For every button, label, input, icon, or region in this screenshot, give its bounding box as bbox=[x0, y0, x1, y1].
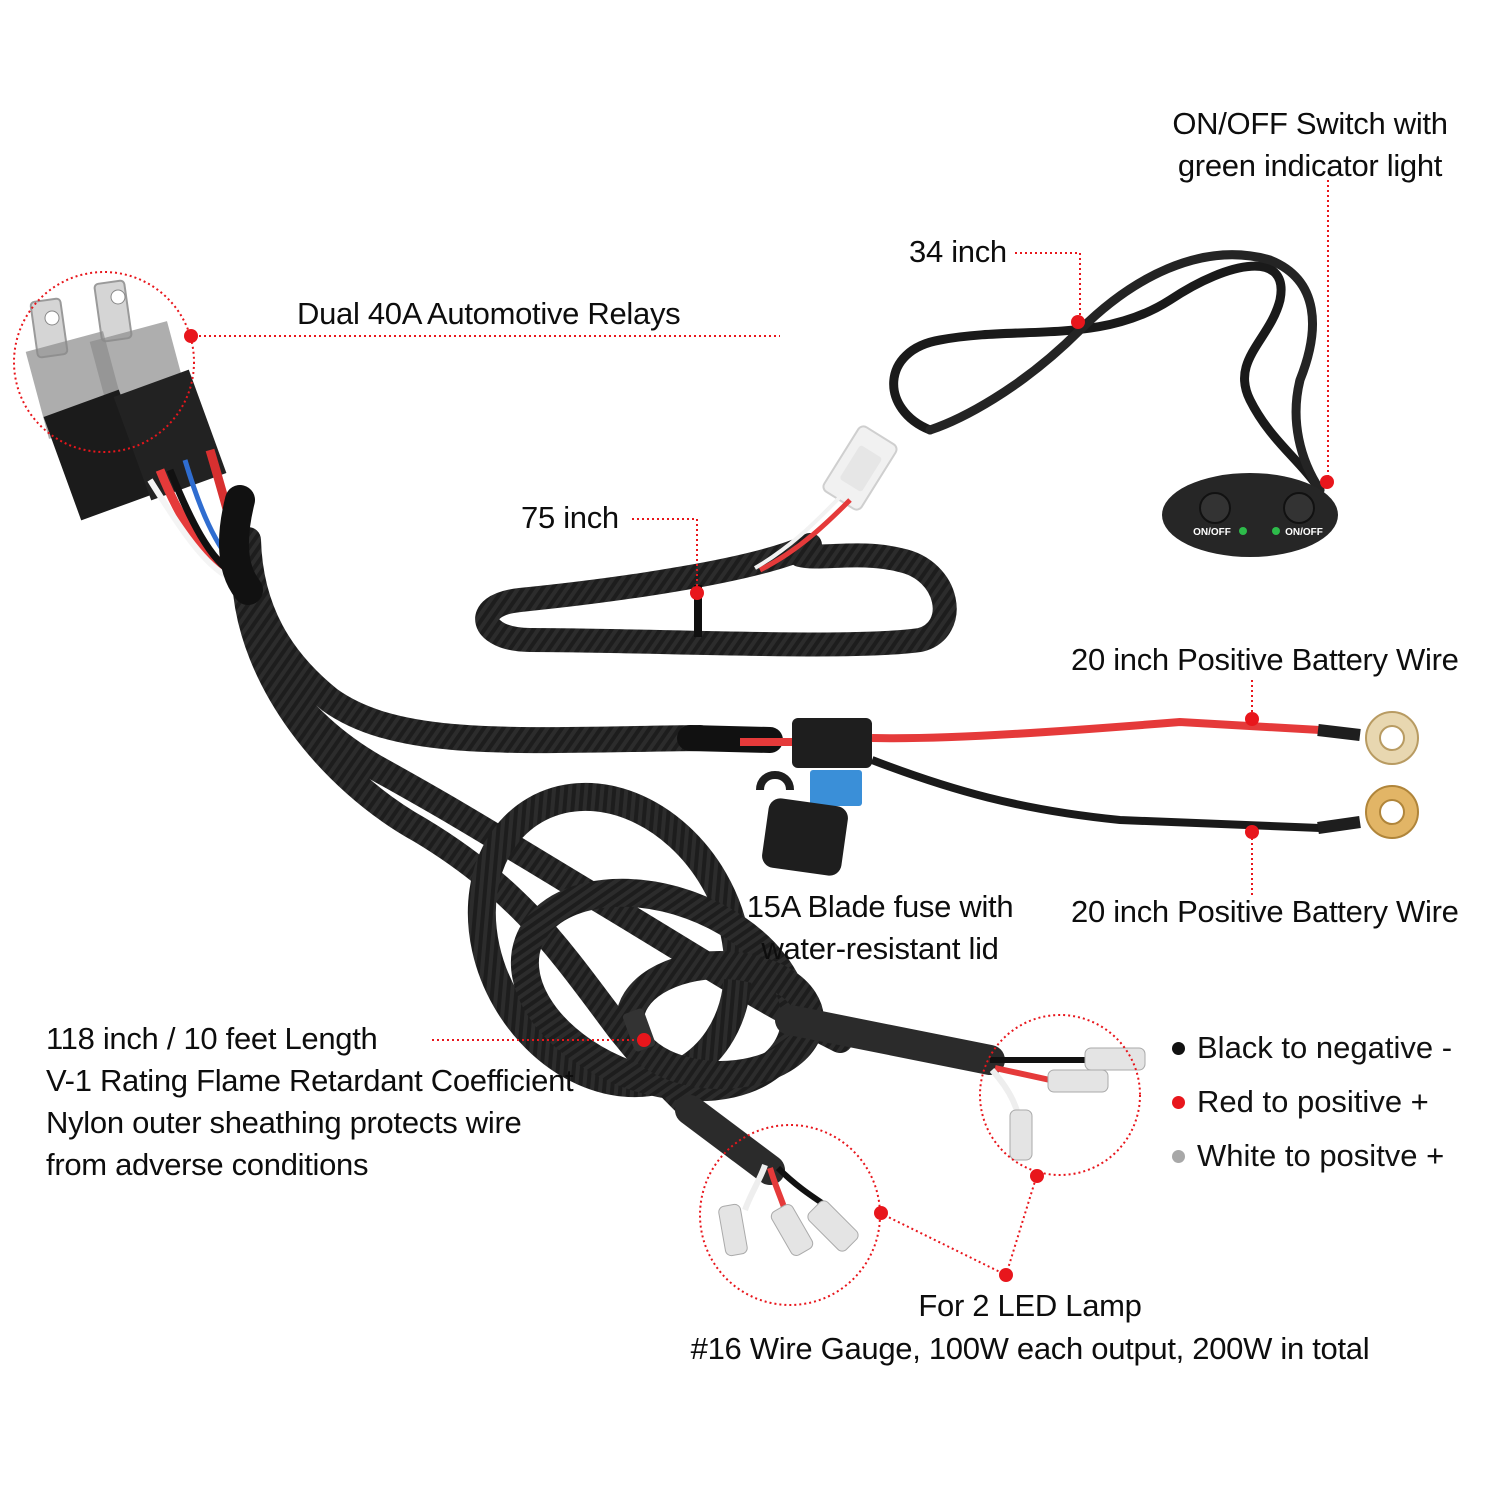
switch-callout-dot bbox=[1320, 475, 1334, 489]
switch-right-button bbox=[1283, 492, 1315, 524]
legend-label: Black to negative - bbox=[1197, 1030, 1453, 1065]
switch-label-line2: green indicator light bbox=[1177, 148, 1443, 183]
legend-item-black: Black to negative - bbox=[1172, 1028, 1452, 1068]
red-dot-icon bbox=[1172, 1095, 1185, 1109]
legend-item-red: Red to positive + bbox=[1172, 1082, 1429, 1122]
relay-highlight-circle bbox=[13, 271, 195, 453]
switch-cable-length-label: 34 inch bbox=[909, 234, 1007, 269]
length-spec-line-1: 118 inch / 10 feet Length bbox=[46, 1021, 378, 1056]
length-callout-dot bbox=[637, 1033, 651, 1047]
lamp-callout-dot bbox=[999, 1268, 1013, 1282]
switch-right-label: ON/OFF bbox=[1285, 527, 1323, 538]
main-cable-loop bbox=[475, 493, 957, 657]
negative-wire-label: 20 inch Positive Battery Wire bbox=[1071, 894, 1459, 929]
gray-dot-icon bbox=[1172, 1149, 1185, 1163]
fuse-label-line2: water-resistant lid bbox=[761, 931, 999, 966]
lamp-label-line2: #16 Wire Gauge, 100W each output, 200W i… bbox=[690, 1331, 1370, 1366]
right-connector-callout-dot bbox=[1030, 1169, 1044, 1183]
positive-wire-label: 20 inch Positive Battery Wire bbox=[1071, 642, 1459, 677]
lamp-leads bbox=[675, 1005, 1005, 1185]
switch-left-button bbox=[1199, 492, 1231, 524]
switch-cable-callout-dot bbox=[1071, 315, 1085, 329]
positive-wire-callout-dot bbox=[1245, 712, 1259, 726]
length-spec-line-3: Nylon outer sheathing protects wire bbox=[46, 1105, 522, 1140]
white-connector bbox=[822, 425, 898, 511]
main-cable-length-label: 75 inch bbox=[521, 500, 619, 535]
negative-wire-callout-dot bbox=[1245, 825, 1259, 839]
battery-negative-wire bbox=[870, 756, 1419, 839]
black-dot-icon bbox=[1172, 1041, 1185, 1055]
rocker-switch-icon: ON/OFF ON/OFF bbox=[1162, 473, 1338, 557]
green-led-indicator-right bbox=[1272, 527, 1280, 535]
left-connector-callout-dot bbox=[874, 1206, 888, 1220]
length-spec-line-2: V-1 Rating Flame Retardant Coefficient bbox=[46, 1063, 574, 1098]
callout-dots bbox=[184, 315, 1334, 1282]
legend-label: Red to positive + bbox=[1197, 1084, 1429, 1119]
relay-callout-dot bbox=[184, 329, 198, 343]
right-connector-highlight-circle bbox=[979, 1014, 1141, 1176]
relays-label: Dual 40A Automotive Relays bbox=[297, 296, 681, 331]
switch-left-label: ON/OFF bbox=[1193, 527, 1231, 538]
legend-label: White to positve + bbox=[1197, 1138, 1445, 1173]
length-spec-line-4: from adverse conditions bbox=[46, 1147, 369, 1182]
battery-positive-wire bbox=[871, 711, 1419, 765]
lamp-connector-left bbox=[718, 1163, 859, 1257]
switch-cable bbox=[889, 250, 1325, 495]
coiled-cable bbox=[467, 782, 824, 1102]
fuse-label-line1: 15A Blade fuse with bbox=[746, 889, 1014, 924]
main-cable-callout-dot bbox=[690, 586, 704, 600]
green-led-indicator-left bbox=[1239, 527, 1247, 535]
lamp-connector-right bbox=[989, 1047, 1146, 1161]
fuse-holder-icon bbox=[677, 718, 872, 876]
lamp-label-line1: For 2 LED Lamp bbox=[918, 1288, 1142, 1323]
legend-item-white: White to positve + bbox=[1172, 1136, 1444, 1176]
relay-icon bbox=[25, 279, 227, 521]
switch-label-line1: ON/OFF Switch with bbox=[1172, 106, 1448, 141]
